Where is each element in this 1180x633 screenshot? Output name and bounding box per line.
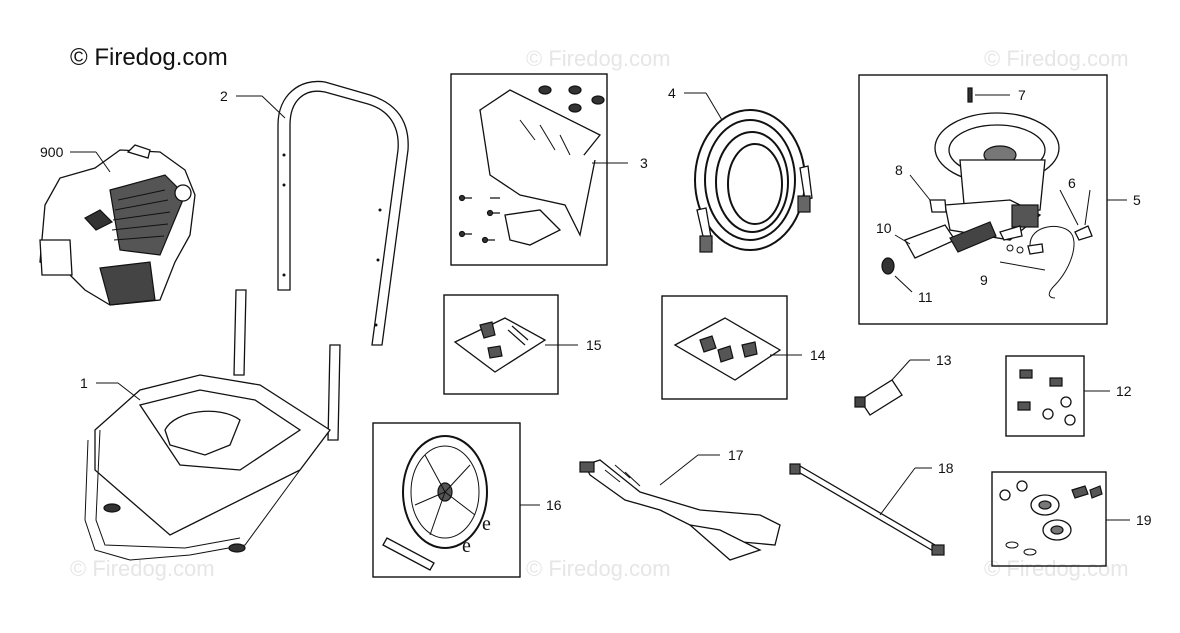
handle-part[interactable]: [236, 80, 409, 346]
svg-text:e: e: [482, 513, 491, 535]
brand-watermark: © Firedog.com: [70, 44, 228, 71]
faint-watermark-bottom-left: © Firedog.com: [70, 556, 215, 581]
faint-watermark-bottom-center: © Firedog.com: [526, 556, 671, 581]
fitting-part[interactable]: [999, 243, 1046, 271]
panel-kit-part[interactable]: [458, 85, 629, 246]
callout-11: 11: [918, 289, 933, 305]
callout-2: 2: [220, 88, 228, 104]
hardware-bag-14-part[interactable]: [673, 317, 802, 381]
panel-kit-box: [450, 73, 608, 266]
callout-1: 1: [80, 375, 88, 391]
callout-5: 5: [1133, 192, 1141, 208]
callout-16: 16: [546, 497, 562, 513]
frame-part[interactable]: [84, 289, 341, 561]
wheel-kit-part[interactable]: e e: [382, 435, 540, 571]
faint-watermark-bottom-right: © Firedog.com: [984, 556, 1129, 581]
hardware-bag-14-box: [661, 295, 788, 400]
callout-3: 3: [640, 155, 648, 171]
callout-12: 12: [1116, 383, 1132, 399]
hose-part[interactable]: [684, 92, 813, 253]
callout-6: 6: [1068, 175, 1076, 191]
svg-text:e: e: [462, 535, 471, 557]
pump-part[interactable]: [934, 112, 1093, 299]
callout-19: 19: [1136, 512, 1152, 528]
callout-4: 4: [668, 85, 676, 101]
callout-7: 7: [1018, 87, 1026, 103]
bearing-kit-part[interactable]: [999, 480, 1130, 556]
callout-8: 8: [895, 162, 903, 178]
o-ring-part[interactable]: [881, 257, 913, 293]
pin-part[interactable]: [967, 87, 1010, 103]
engine-part[interactable]: [39, 144, 196, 306]
wand-part[interactable]: [789, 463, 945, 556]
callout-15: 15: [586, 337, 602, 353]
faint-watermark-top-right: © Firedog.com: [984, 46, 1129, 71]
spray-gun-part[interactable]: [579, 454, 781, 561]
wheel-kit-box: [372, 422, 521, 578]
callout-17: 17: [728, 447, 744, 463]
callout-900: 900: [40, 144, 64, 160]
bolt-kit-box: [1005, 355, 1085, 437]
nozzle-part[interactable]: [854, 359, 930, 416]
callout-18: 18: [938, 460, 954, 476]
valve-part[interactable]: [909, 174, 947, 213]
callout-10: 10: [876, 220, 892, 236]
connector-part[interactable]: [894, 221, 1023, 259]
callout-13: 13: [936, 352, 952, 368]
hardware-bag-15-part[interactable]: [453, 317, 578, 373]
faint-watermark-top-center: © Firedog.com: [526, 46, 671, 71]
bolt-kit-part[interactable]: [1017, 369, 1110, 426]
bearing-kit-box: [991, 471, 1107, 567]
callout-14: 14: [810, 347, 826, 363]
callout-9: 9: [980, 272, 988, 288]
